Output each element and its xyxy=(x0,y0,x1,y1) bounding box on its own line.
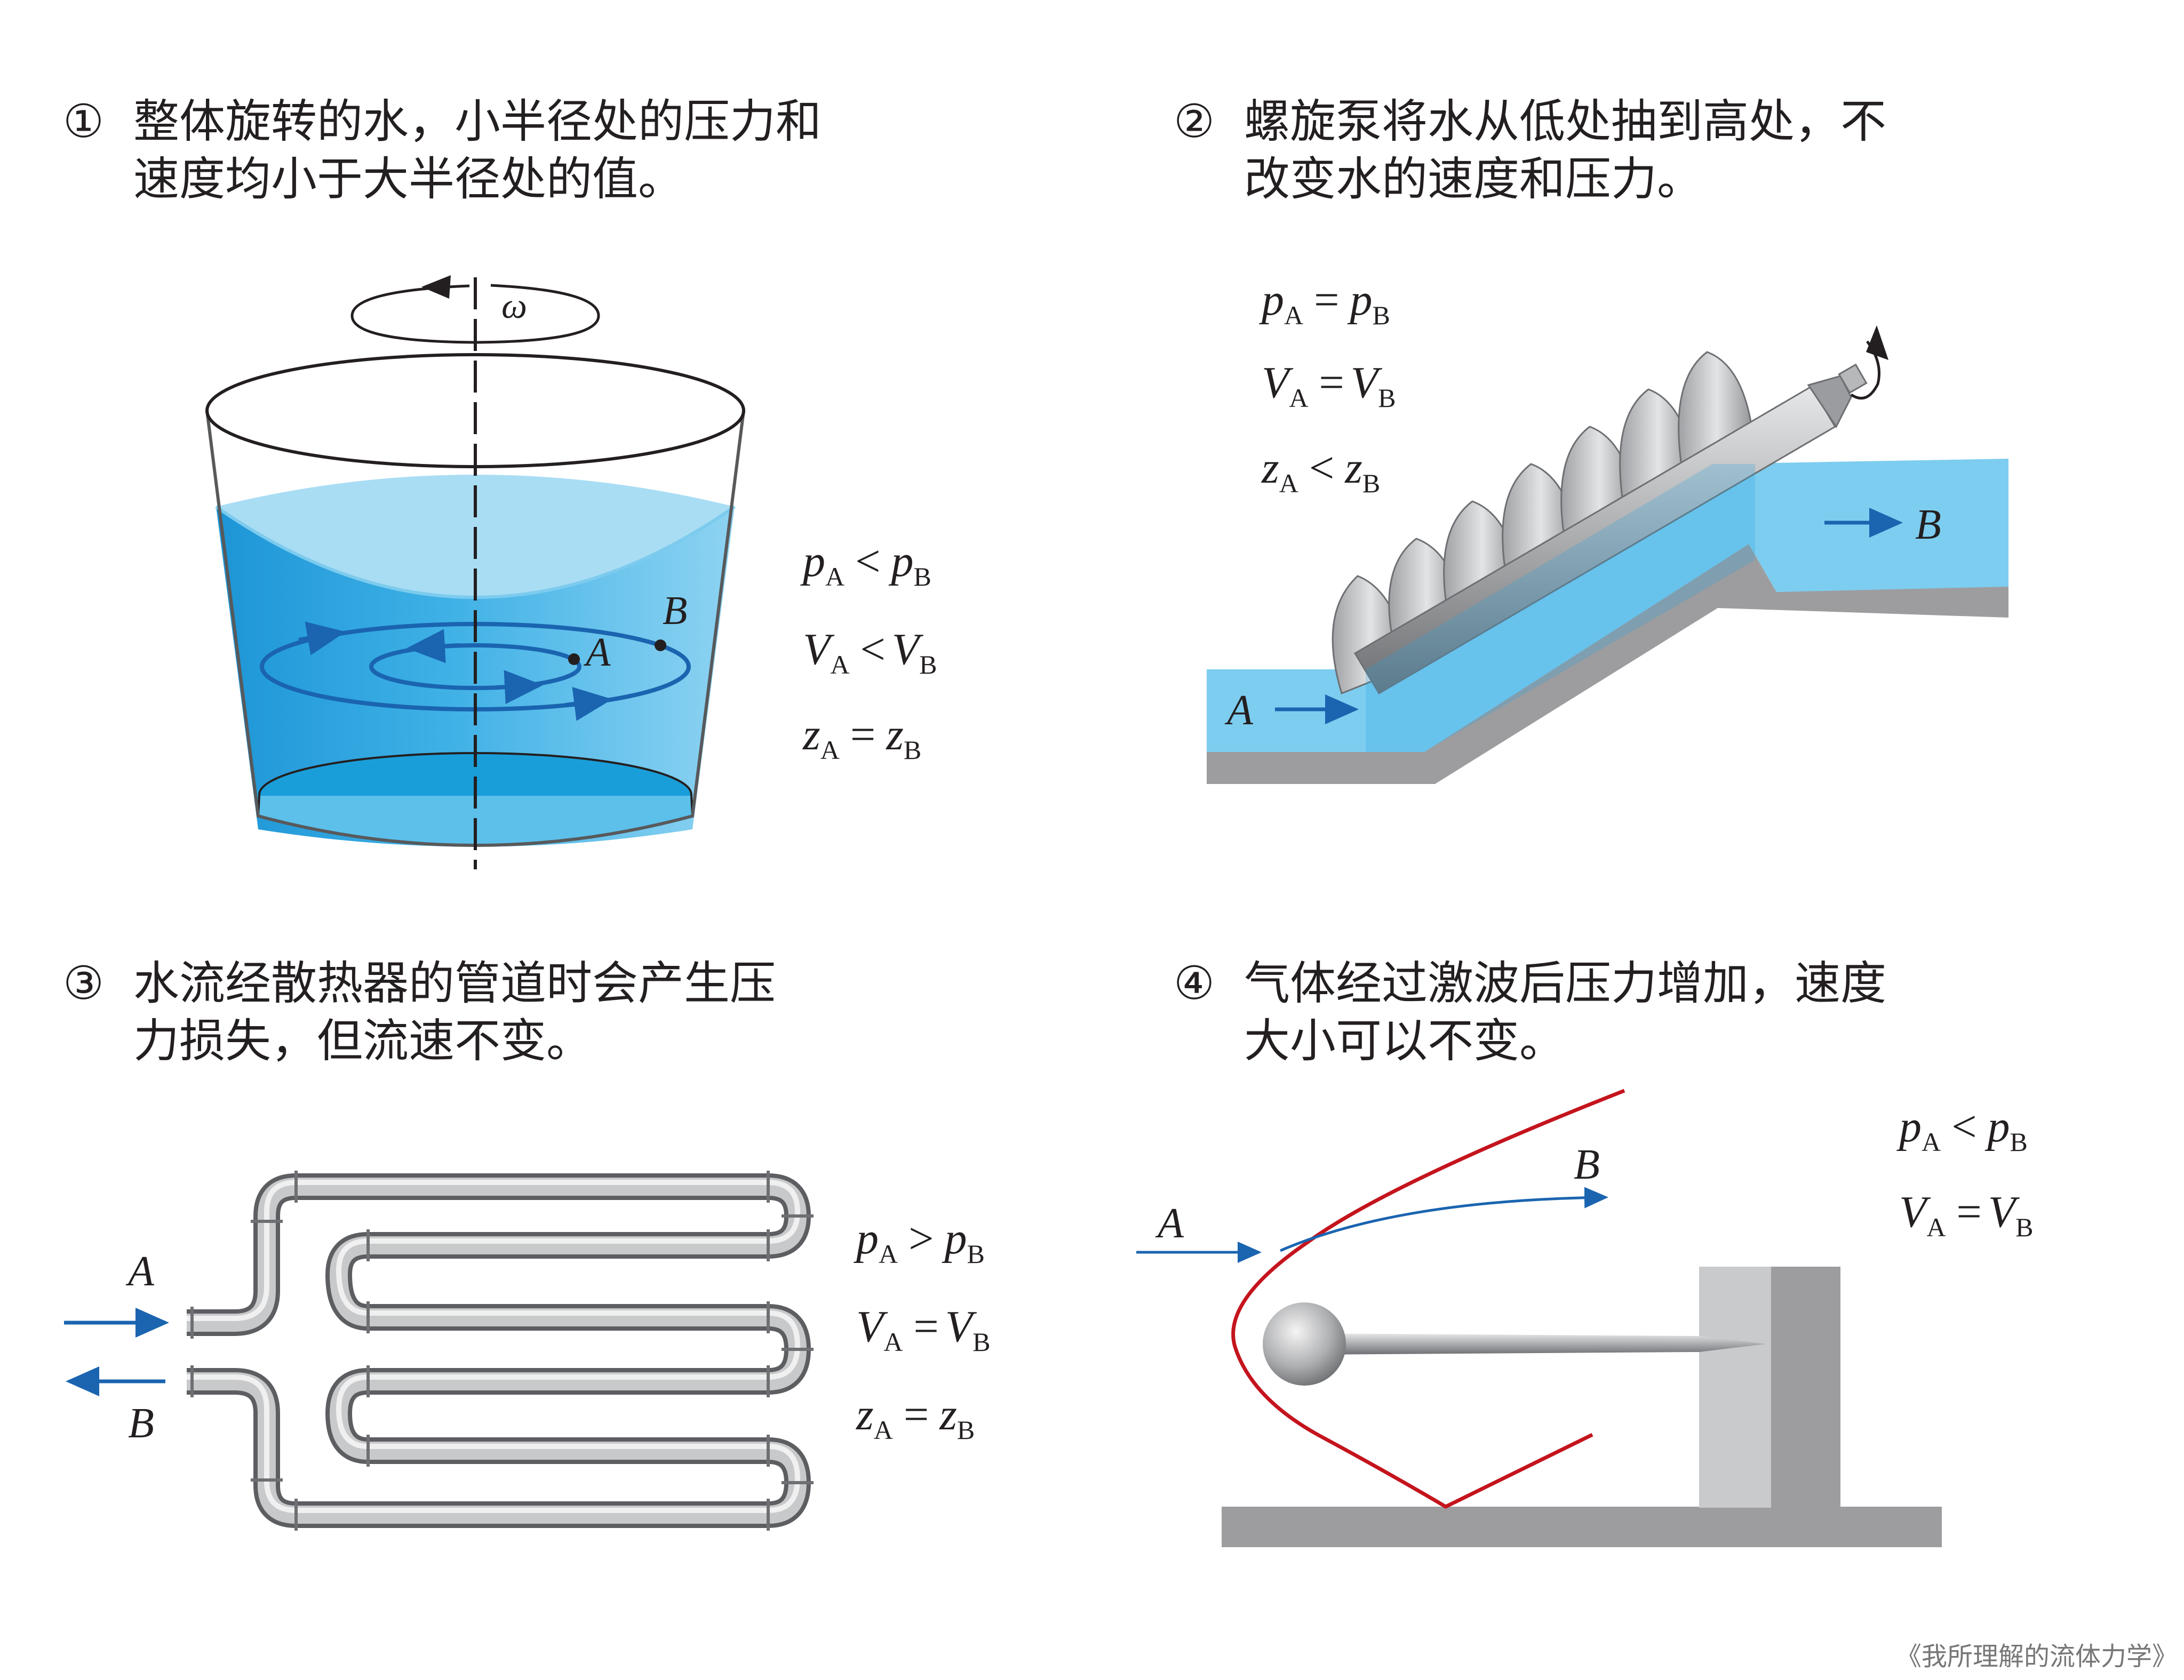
caption-3-number: ③ xyxy=(63,957,105,1010)
rotation-arrowhead xyxy=(421,275,451,299)
point-a-label: A xyxy=(583,630,611,675)
eq-3-2: VA=VB xyxy=(856,1302,990,1357)
point-b-dot xyxy=(655,639,666,651)
point-b-label: B xyxy=(663,588,687,633)
rotating-bucket-figure xyxy=(205,275,745,869)
eq-2-1: pA=pB xyxy=(1259,275,1390,330)
radiator-point-b-label: B xyxy=(128,1400,154,1447)
inner-streamline-arrow-top xyxy=(406,629,459,663)
pipe-inlet-path xyxy=(187,1173,811,1528)
screw-pump-figure xyxy=(1207,325,2008,784)
eq-2-2: VA=VB xyxy=(1262,358,1396,413)
model-sting xyxy=(1302,1333,1766,1355)
shaft-coupling xyxy=(1838,363,1868,394)
ground-slab xyxy=(1207,544,2008,784)
shock-wave-figure xyxy=(1136,1089,1942,1547)
omega-label: ω xyxy=(501,285,527,326)
outer-streamline-arrow-top xyxy=(298,621,346,655)
model-sphere xyxy=(1263,1302,1346,1386)
book-watermark: 《我所理解的流体力学》 xyxy=(1895,1642,2178,1671)
caption-3-line-2: 力损失，但流速不变。 xyxy=(133,1014,592,1068)
inner-streamline-arrow-bottom xyxy=(496,670,543,705)
screw-shaft xyxy=(1353,385,1837,695)
eq-2-3: zA<zB xyxy=(1261,443,1380,498)
eq-4-1: pA<pB xyxy=(1896,1102,2028,1157)
inner-streamline xyxy=(369,643,581,690)
caption-1-number: ① xyxy=(63,95,105,148)
eq-4-2: VA=VB xyxy=(1899,1187,2033,1242)
water-channel xyxy=(1207,459,2008,752)
wall-dark xyxy=(1771,1267,1840,1508)
shaft-cone xyxy=(1807,375,1852,428)
pipe-couplings xyxy=(190,1171,814,1531)
radiator-point-a-label: A xyxy=(125,1248,155,1295)
equations: pA<pB VA<VB zA=zB pA=pB VA=VB zA<zB pA>p… xyxy=(800,275,2033,1445)
shaft-rotation-arrowhead xyxy=(1866,325,1888,360)
caption-2-number: ② xyxy=(1174,95,1215,148)
eq-1-3: zA=zB xyxy=(802,710,921,765)
shock-point-b-label: B xyxy=(1574,1141,1600,1188)
base-plate xyxy=(1222,1507,1942,1547)
caption-2-line-2: 改变水的速度和压力。 xyxy=(1244,153,1703,206)
shock-point-a-label: A xyxy=(1155,1200,1184,1247)
caption-4-number: ④ xyxy=(1174,957,1215,1010)
point-a-dot xyxy=(568,653,580,665)
deflected-flow-line xyxy=(1280,1187,1608,1252)
caption-2-line-1: 螺旋泵将水从低处抽到高处，不 xyxy=(1244,95,1886,148)
radiator-pipes-figure xyxy=(64,1171,814,1531)
outer-streamline-arrow-bottom xyxy=(565,687,612,721)
shock-curve xyxy=(1231,1089,1625,1509)
eq-3-1: pA>pB xyxy=(854,1214,985,1269)
caption-1-line-1: 整体旋转的水，小半径处的压力和 xyxy=(133,95,822,148)
water-overlay xyxy=(1366,464,1755,752)
wall-light xyxy=(1699,1267,1771,1508)
pump-point-a-label: A xyxy=(1224,687,1254,734)
rotation-arrow xyxy=(350,284,600,344)
caption-4-line-2: 大小可以不变。 xyxy=(1244,1014,1565,1068)
caption-4-line-1: 气体经过激波后压力增加，速度 xyxy=(1244,957,1886,1010)
eq-3-3: zA=zB xyxy=(856,1390,975,1445)
caption-1-line-2: 速度均小于大半径处的值。 xyxy=(133,153,684,206)
eq-1-2: VA<VB xyxy=(803,625,937,679)
pump-point-b-label: B xyxy=(1915,501,1941,548)
caption-3-line-1: 水流经散热器的管道时会产生压 xyxy=(133,957,776,1010)
eq-1-1: pA<pB xyxy=(800,537,931,591)
